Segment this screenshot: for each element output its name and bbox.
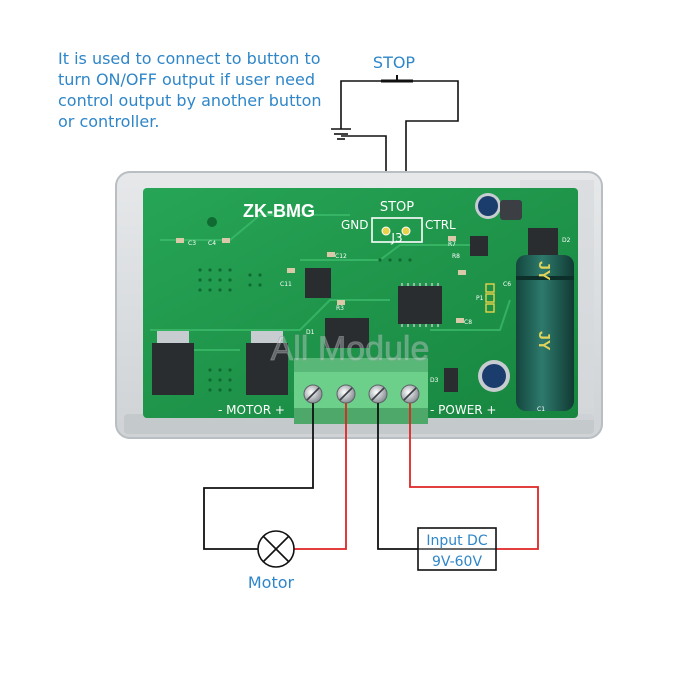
ref-r3: R3 bbox=[336, 305, 344, 312]
ref-c4: C4 bbox=[208, 240, 216, 247]
j3-gnd-label: GND bbox=[341, 218, 369, 232]
sot-ic bbox=[305, 268, 331, 298]
regulator-chip bbox=[325, 318, 369, 348]
supply-label-line2: 9V-60V bbox=[432, 554, 483, 570]
power-terminal-label: - POWER + bbox=[430, 403, 496, 417]
note-line-1: It is used to connect to button to bbox=[58, 49, 321, 68]
ref-c11: C11 bbox=[280, 281, 292, 288]
inductor bbox=[500, 200, 522, 220]
ref-d1: D1 bbox=[306, 329, 315, 336]
motor-terminal-label: - MOTOR + bbox=[218, 403, 285, 417]
j3-ctrl-label: CTRL bbox=[425, 218, 456, 232]
pin-header-p1 bbox=[485, 283, 495, 313]
terminal-block bbox=[294, 358, 428, 424]
ref-c8: C8 bbox=[464, 319, 472, 326]
ref-c3: C3 bbox=[188, 240, 196, 247]
j3-title-label: STOP bbox=[380, 200, 414, 215]
ref-r7: R7 bbox=[448, 241, 456, 248]
ref-c1: C1 bbox=[537, 406, 545, 413]
electrolytic-capacitor-small-bottom bbox=[478, 360, 510, 392]
stop-switch-label: STOP bbox=[373, 53, 416, 72]
board-model-label: ZK-BMG bbox=[243, 201, 315, 221]
electrolytic-capacitor-small-top bbox=[475, 193, 501, 219]
ref-d2: D2 bbox=[562, 237, 571, 244]
transistor-package bbox=[470, 236, 488, 256]
note-line-3: control output by another button bbox=[58, 91, 322, 110]
motor-lamp-symbol bbox=[257, 530, 295, 568]
motor-wiring bbox=[203, 403, 347, 550]
power-wiring bbox=[377, 403, 539, 550]
capacitor-brand-top: JY bbox=[535, 261, 552, 281]
note-line-4: or controller. bbox=[58, 112, 160, 131]
controller-ic bbox=[398, 283, 442, 327]
ground-symbol bbox=[331, 128, 351, 140]
diode-package bbox=[528, 228, 558, 258]
note-line-2: turn ON/OFF output if user need bbox=[58, 70, 315, 89]
ref-c6: C6 bbox=[503, 281, 511, 288]
power-supply-box bbox=[417, 527, 497, 571]
watermark: All Module bbox=[271, 330, 430, 368]
ref-d3: D3 bbox=[430, 377, 439, 384]
diode-d3 bbox=[444, 368, 458, 392]
supply-label-line1: Input DC bbox=[426, 533, 487, 549]
mosfet-left bbox=[152, 331, 194, 395]
ref-c12: C12 bbox=[335, 253, 347, 260]
motor-label: Motor bbox=[248, 573, 295, 592]
capacitor-brand-bottom: JY bbox=[535, 331, 552, 351]
stop-connection-note: It is used to connect to button to turn … bbox=[58, 48, 358, 132]
j3-ref-label: J3 bbox=[390, 231, 402, 245]
ref-r8: R8 bbox=[452, 253, 460, 260]
bulk-capacitor bbox=[516, 255, 574, 411]
mosfet-right bbox=[246, 331, 288, 395]
j3-header bbox=[371, 217, 423, 243]
pcb-board bbox=[143, 188, 578, 418]
ref-p1: P1 bbox=[476, 295, 484, 302]
